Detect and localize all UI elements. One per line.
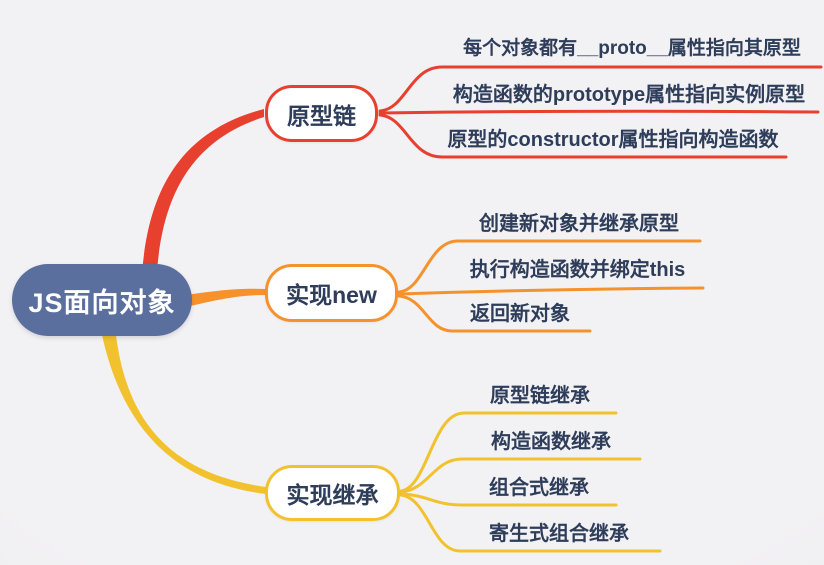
leaf-constructor-inherit[interactable]: 构造函数继承 [491, 431, 611, 453]
branch-curve-implement-inherit [102, 335, 266, 494]
leaf-line-combined-inherit [399, 492, 618, 507]
leaf-line-parasitic-inherit [399, 493, 662, 553]
leaf-line-constructor-inherit [399, 457, 642, 494]
leaf-return-object[interactable]: 返回新对象 [470, 303, 570, 325]
leaf-line-prototype-inherit [399, 411, 618, 493]
leaf-proto-attr[interactable]: 每个对象都有__proto__属性指向其原型 [463, 38, 801, 59]
leaf-prototype-attr[interactable]: 构造函数的prototype属性指向实例原型 [452, 84, 806, 106]
leaf-create-object[interactable]: 创建新对象并继承原型 [479, 213, 679, 235]
leaf-parasitic-inherit[interactable]: 寄生式组合继承 [489, 523, 629, 545]
branch-node-prototype-chain[interactable]: 原型链 [265, 85, 378, 142]
leaf-prototype-inherit[interactable]: 原型链继承 [490, 385, 590, 407]
branch-node-label: 实现继承 [286, 482, 379, 508]
leaf-line-constructor-attr [378, 113, 788, 159]
root-node-label: JS面向对象 [28, 287, 176, 318]
leaf-constructor-attr[interactable]: 原型的constructor属性指向构造函数 [447, 129, 779, 151]
branch-node-implement-new[interactable]: 实现new [265, 264, 398, 322]
branch-node-label: 原型链 [287, 102, 356, 129]
leaf-line-create-object [397, 239, 702, 294]
leaf-combined-inherit[interactable]: 组合式继承 [489, 477, 589, 499]
leaf-line-prototype-attr [378, 109, 820, 115]
leaf-line-bind-this [397, 286, 705, 296]
leaf-line-proto-attr [378, 65, 823, 113]
branch-node-implement-inherit[interactable]: 实现继承 [265, 465, 400, 521]
leaf-bind-this[interactable]: 执行构造函数并绑定this [469, 259, 686, 281]
root-node[interactable]: JS面向对象 [12, 264, 192, 336]
branch-node-label: 实现new [286, 282, 377, 308]
leaf-line-return-object [397, 294, 592, 333]
branch-curve-implement-new [186, 288, 266, 307]
